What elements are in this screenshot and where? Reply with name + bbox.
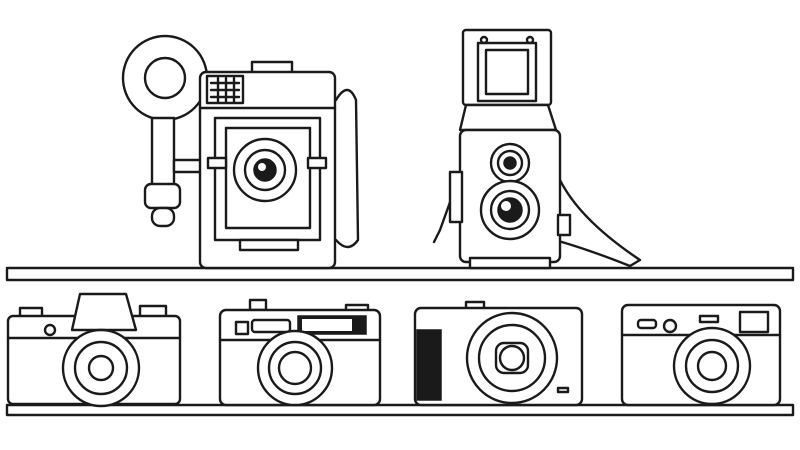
- press-camera-with-flash-icon: [121, 34, 360, 270]
- mirrorless-camera-icon: [620, 303, 782, 407]
- compact-camera-icon: [413, 300, 584, 407]
- rangefinder-camera-icon: [218, 298, 382, 407]
- bottom-shelf: [5, 403, 795, 417]
- top-shelf: [5, 266, 795, 282]
- twin-lens-reflex-camera-icon: [432, 28, 642, 270]
- slr-camera-icon: [6, 292, 182, 408]
